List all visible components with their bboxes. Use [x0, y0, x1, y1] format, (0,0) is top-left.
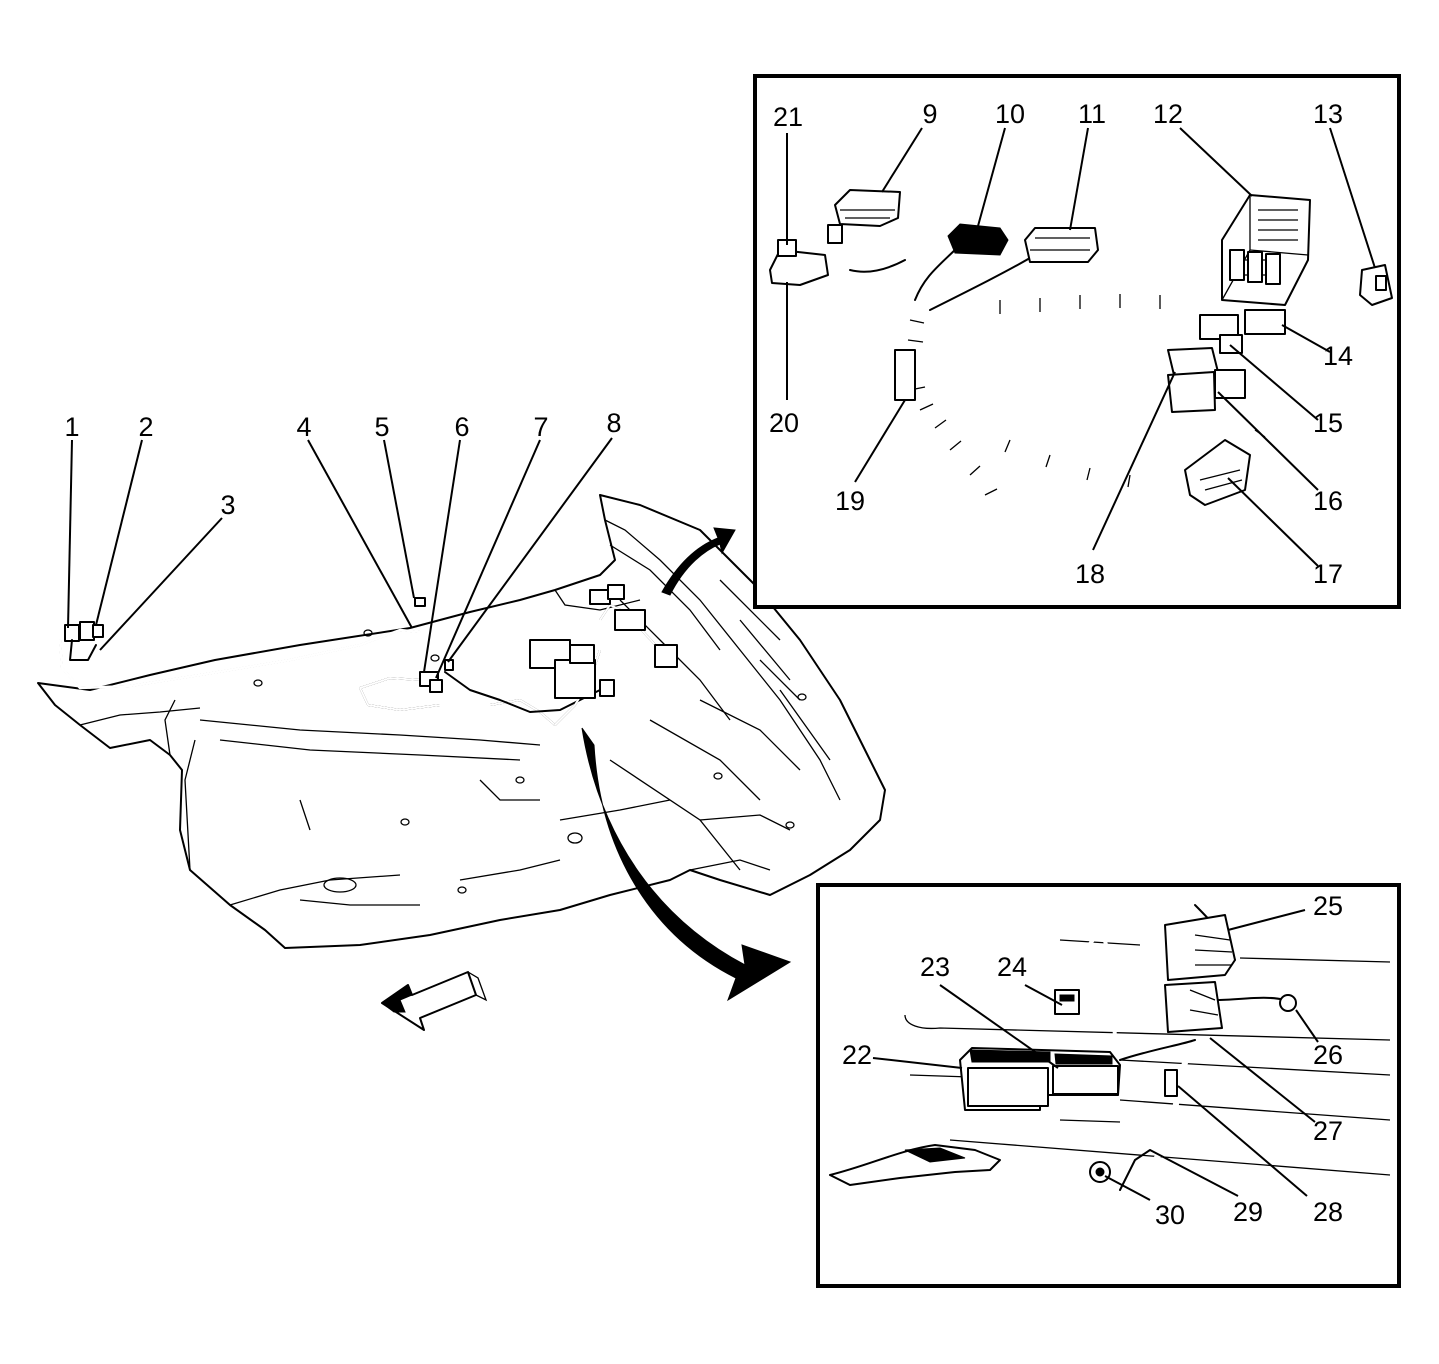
callout-25: 25 — [1313, 891, 1343, 921]
callout-29: 29 — [1233, 1197, 1263, 1227]
callout-12: 12 — [1153, 99, 1183, 129]
callout-15: 15 — [1313, 408, 1343, 438]
connector-17 — [1184, 439, 1251, 506]
callout-23: 23 — [920, 952, 950, 982]
callout-13: 13 — [1313, 99, 1343, 129]
callout-2: 2 — [138, 412, 153, 442]
connector-9 — [827, 189, 901, 244]
callout-4: 4 — [296, 412, 311, 442]
callout-17: 17 — [1313, 559, 1343, 589]
callout-26: 26 — [1313, 1040, 1343, 1070]
connector-16-18 — [1167, 347, 1246, 413]
front-left-connectors — [64, 621, 104, 661]
connector-13 — [1359, 264, 1393, 306]
connector-10 — [947, 223, 1009, 256]
callout-19: 19 — [835, 486, 865, 516]
vehicle-floor-view — [37, 494, 886, 1031]
callout-14: 14 — [1323, 341, 1353, 371]
connector-cluster-14-15 — [1199, 309, 1286, 354]
callout-1: 1 — [64, 412, 79, 442]
lower-detail-panel — [816, 883, 1401, 1288]
callout-9: 9 — [922, 99, 937, 129]
floor-pan — [37, 494, 886, 949]
callout-5: 5 — [374, 412, 389, 442]
upper-detail-panel — [753, 74, 1401, 609]
callout-3: 3 — [220, 490, 235, 520]
callout-20: 20 — [769, 408, 799, 438]
callout-18: 18 — [1075, 559, 1105, 589]
callout-24: 24 — [997, 952, 1027, 982]
callout-16: 16 — [1313, 486, 1343, 516]
callout-27: 27 — [1313, 1116, 1343, 1146]
callout-11: 11 — [1078, 99, 1106, 129]
connector-11 — [1024, 227, 1099, 263]
connector-25 — [1164, 914, 1236, 981]
callout-7: 7 — [533, 412, 548, 442]
callout-21: 21 — [773, 102, 803, 132]
curved-detail-arrow-icon — [581, 727, 792, 1002]
module-22-23 — [959, 1047, 1121, 1111]
rear-module-cluster — [529, 584, 678, 699]
connector-24 — [1054, 989, 1080, 1015]
callout-22: 22 — [842, 1040, 872, 1070]
leader-lines — [67, 127, 1376, 1201]
callout-30: 30 — [1155, 1200, 1185, 1230]
callout-8: 8 — [606, 408, 621, 438]
callout-10: 10 — [995, 99, 1025, 129]
callout-labels: 1 2 3 4 5 6 7 8 9 10 11 12 13 14 15 16 1… — [64, 99, 1353, 1230]
connector-27 — [1164, 981, 1223, 1033]
curved-detail-arrow-icon — [661, 527, 736, 596]
callout-6: 6 — [454, 412, 469, 442]
callout-28: 28 — [1313, 1197, 1343, 1227]
center-connectors — [414, 597, 454, 693]
forward-direction-arrow-icon — [381, 971, 488, 1031]
